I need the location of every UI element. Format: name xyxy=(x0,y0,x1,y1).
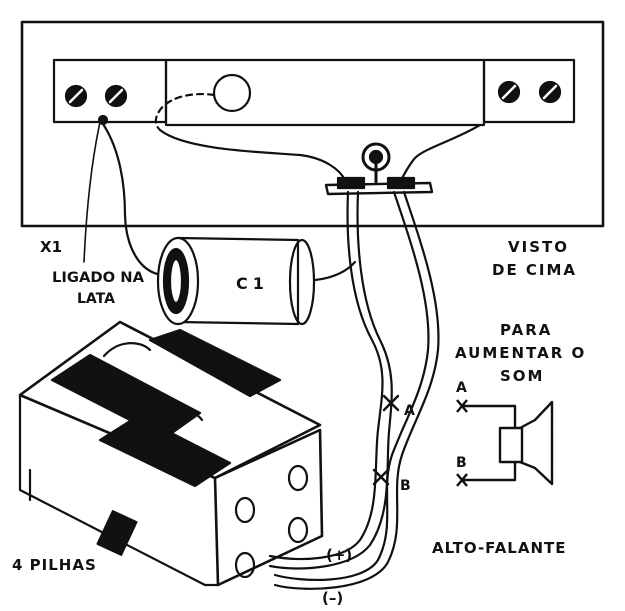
hidden-wire xyxy=(154,93,216,132)
label-point-a: A xyxy=(456,380,467,396)
label-x1: X1 xyxy=(40,238,62,256)
wire-x1-to-c1 xyxy=(101,122,164,277)
wire-pair-inner-2 xyxy=(273,190,440,590)
label-visto-line1: VISTO xyxy=(508,238,569,256)
lug-terminal xyxy=(324,142,434,196)
right-terminal-strip xyxy=(482,58,576,124)
leader-line-ligado xyxy=(83,121,101,263)
label-point-b: B xyxy=(456,455,467,471)
wire-right-to-lug xyxy=(398,123,482,184)
label-plus: (+) xyxy=(326,546,352,564)
tuning-knob xyxy=(212,73,252,113)
label-ligado-line1: LIGADO NA xyxy=(52,270,144,286)
wire-pair-inner-1 xyxy=(273,190,430,581)
cut-mark-icon xyxy=(456,399,468,487)
speaker-icon xyxy=(462,400,554,486)
capacitor-icon xyxy=(156,236,357,326)
label-ligado-line2: LATA xyxy=(77,291,115,307)
label-wire-b: B xyxy=(400,478,411,494)
label-para-line2: AUMENTAR O xyxy=(455,344,586,362)
cut-mark-icon xyxy=(372,468,390,486)
board-outline xyxy=(20,20,605,228)
label-visto-line2: DE CIMA xyxy=(492,261,577,279)
label-para-line1: PARA xyxy=(500,321,552,339)
label-minus: (–) xyxy=(322,589,343,607)
label-4-pilhas: 4 PILHAS xyxy=(12,556,97,574)
battery-holder-icon xyxy=(18,320,324,587)
label-c1: C1 xyxy=(236,274,269,293)
label-wire-a: A xyxy=(404,403,415,419)
screw-terminal-icon xyxy=(104,84,128,108)
screw-terminal-icon xyxy=(538,80,562,104)
battery-clip xyxy=(96,510,138,556)
wire-left-to-lug xyxy=(158,128,347,182)
label-alto-falante: ALTO-FALANTE xyxy=(432,539,567,557)
wire-pair-outer-2 xyxy=(268,190,393,570)
wire-pair-outer-1 xyxy=(268,190,384,561)
label-para-line3: SOM xyxy=(500,367,544,385)
cut-mark-icon xyxy=(382,394,400,412)
screw-terminal-icon xyxy=(497,80,521,104)
screw-terminal-icon xyxy=(64,84,88,108)
